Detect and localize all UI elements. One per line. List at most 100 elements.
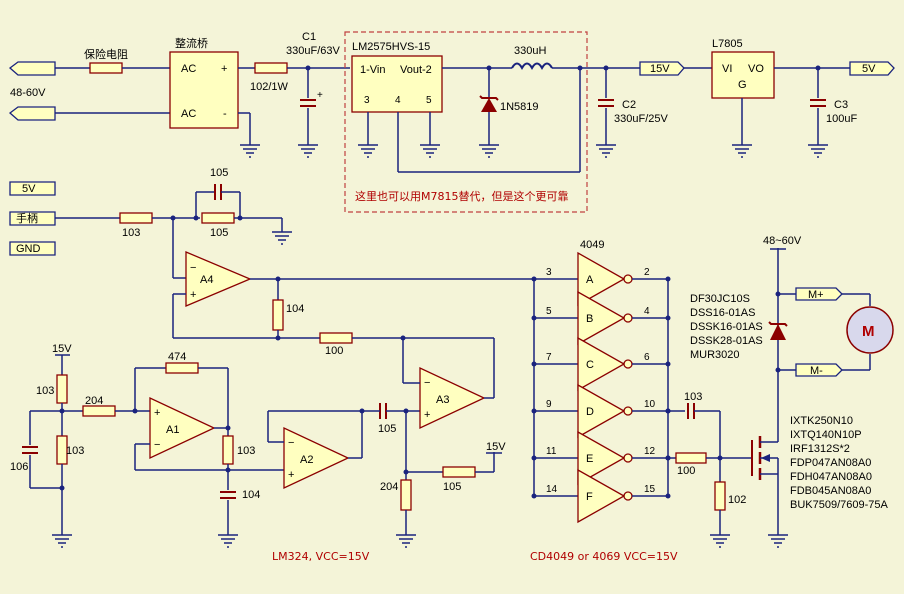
port-throttle: [9, 211, 56, 226]
a3-plus: +: [424, 409, 430, 421]
inverter-in-pin: 3: [546, 267, 552, 278]
diode-option: MUR3020: [690, 349, 740, 361]
r-100-gate-label: 100: [677, 465, 695, 477]
r-105-fb-label: 105: [210, 227, 228, 239]
r-204-a-label: 204: [85, 395, 103, 407]
r-100-label: 100: [325, 345, 343, 357]
l7805-vo: VO: [748, 63, 764, 75]
inverter-letter: F: [586, 491, 593, 503]
output-5v-label: 5V: [862, 63, 876, 75]
regulator-pin1: 1-Vin: [360, 64, 385, 76]
input-voltage-label: 48-60V: [10, 87, 46, 99]
regulator-note: 这里也可以用M7815替代，但是这个更可靠: [355, 189, 568, 203]
resistor-105-fb: [201, 212, 235, 224]
inverter-a: A 3 2: [531, 251, 671, 307]
motor-supply-label: 48~60V: [763, 235, 802, 247]
freewheel-diode: [770, 324, 786, 340]
port-gnd-label: GND: [16, 243, 41, 255]
bridge-minus: -: [223, 108, 227, 120]
opamp-a1: [149, 396, 216, 460]
port-5v-label: 5V: [22, 183, 36, 195]
inverter-in-pin: 11: [546, 446, 557, 457]
inverter-in-pin: 14: [546, 484, 558, 495]
r-103-div-label: 103: [36, 385, 54, 397]
l7805-vi: VI: [722, 63, 732, 75]
c-105-mid-label: 105: [378, 423, 396, 435]
opamp-note: LM324, VCC=15V: [272, 550, 370, 563]
diode-1n5819: [481, 98, 497, 112]
net-15v-label: 15V: [650, 63, 670, 75]
inverter-letter: A: [586, 274, 594, 286]
diode-options-list: DF30JC10SDSS16-01ASDSSK16-01ASDSSK28-01A…: [690, 293, 763, 361]
ic-4049-label: 4049: [580, 239, 604, 251]
inverter-note: CD4049 or 4069 VCC=15V: [530, 550, 678, 563]
c3-value: 100uF: [826, 113, 857, 125]
resistor-103-throttle: [119, 212, 153, 224]
mosfet-option: BUK7509/7609-75A: [790, 499, 889, 511]
fuse-resistor: [89, 62, 123, 74]
resistor-102-label: 102/1W: [250, 81, 289, 93]
output-5v-port: [849, 61, 895, 76]
diode-option: DSSK16-01AS: [690, 321, 763, 333]
diode-label: 1N5819: [500, 101, 539, 113]
lm2575-regulator: [351, 55, 443, 113]
inverter-letter: C: [586, 359, 594, 371]
fuse-resistor-label: 保险电阻: [84, 47, 128, 61]
inductor-330uh: [511, 62, 553, 71]
a4-label: A4: [200, 274, 213, 286]
inverter-out-pin: 4: [644, 306, 650, 317]
diode-option: DF30JC10S: [690, 293, 750, 305]
inverter-in-pin: 9: [546, 399, 552, 410]
resistor-102-gate: [714, 481, 726, 511]
a1-minus: −: [154, 439, 160, 451]
c-104-label: 104: [242, 489, 260, 501]
a1-label: A1: [166, 424, 179, 436]
r-104-label: 104: [286, 303, 304, 315]
regulator-pin3: 3: [364, 95, 370, 106]
l7805-name: L7805: [712, 38, 743, 50]
resistor-103-divider-top: [56, 374, 68, 404]
regulator-pin5: 5: [426, 95, 432, 106]
r-204-b-label: 204: [380, 481, 398, 493]
ground-symbol: [240, 144, 260, 158]
l7805-g: G: [738, 79, 747, 91]
c1-plus: +: [317, 90, 323, 101]
resistor-100-feedback: [319, 332, 353, 344]
port-5v: [9, 181, 56, 196]
a3-minus: −: [424, 377, 430, 389]
mosfet-option: IXTQ140N10P: [790, 429, 862, 441]
l7805-regulator: [711, 51, 775, 99]
inverter-out-pin: 2: [644, 267, 650, 278]
a2-label: A2: [300, 454, 313, 466]
a3-label: A3: [436, 394, 449, 406]
bridge-label: 整流桥: [175, 36, 208, 50]
mosfet-options-list: IXTK250N10IXTQ140N10PIRF1312S*2FDP047AN0…: [790, 415, 889, 511]
inverter-in-pin: 7: [546, 352, 552, 363]
port-throttle-label: 手柄: [16, 211, 38, 225]
inverter-out-pin: 12: [644, 446, 656, 457]
a2-plus: +: [288, 469, 294, 481]
mosfet: [751, 436, 778, 480]
c2-name: C2: [622, 99, 636, 111]
resistor-104-a4: [272, 299, 284, 331]
v15-b-label: 15V: [486, 441, 506, 453]
a4-minus: −: [190, 262, 196, 274]
mosfet-option: FDB045AN08A0: [790, 485, 871, 497]
r-102-gate-label: 102: [728, 494, 746, 506]
inverter-letter: E: [586, 453, 593, 465]
bridge-ac1: AC: [181, 63, 196, 75]
mosfet-option: IXTK250N10: [790, 415, 853, 427]
c2-value: 330uF/25V: [614, 113, 668, 125]
mosfet-option: FDH047AN08A0: [790, 471, 872, 483]
bridge-plus: +: [221, 63, 227, 75]
v15-a-label: 15V: [52, 343, 72, 355]
input-port-minus: [8, 106, 56, 121]
r-103-b-label: 103: [237, 445, 255, 457]
resistor-100-gate: [675, 452, 707, 464]
